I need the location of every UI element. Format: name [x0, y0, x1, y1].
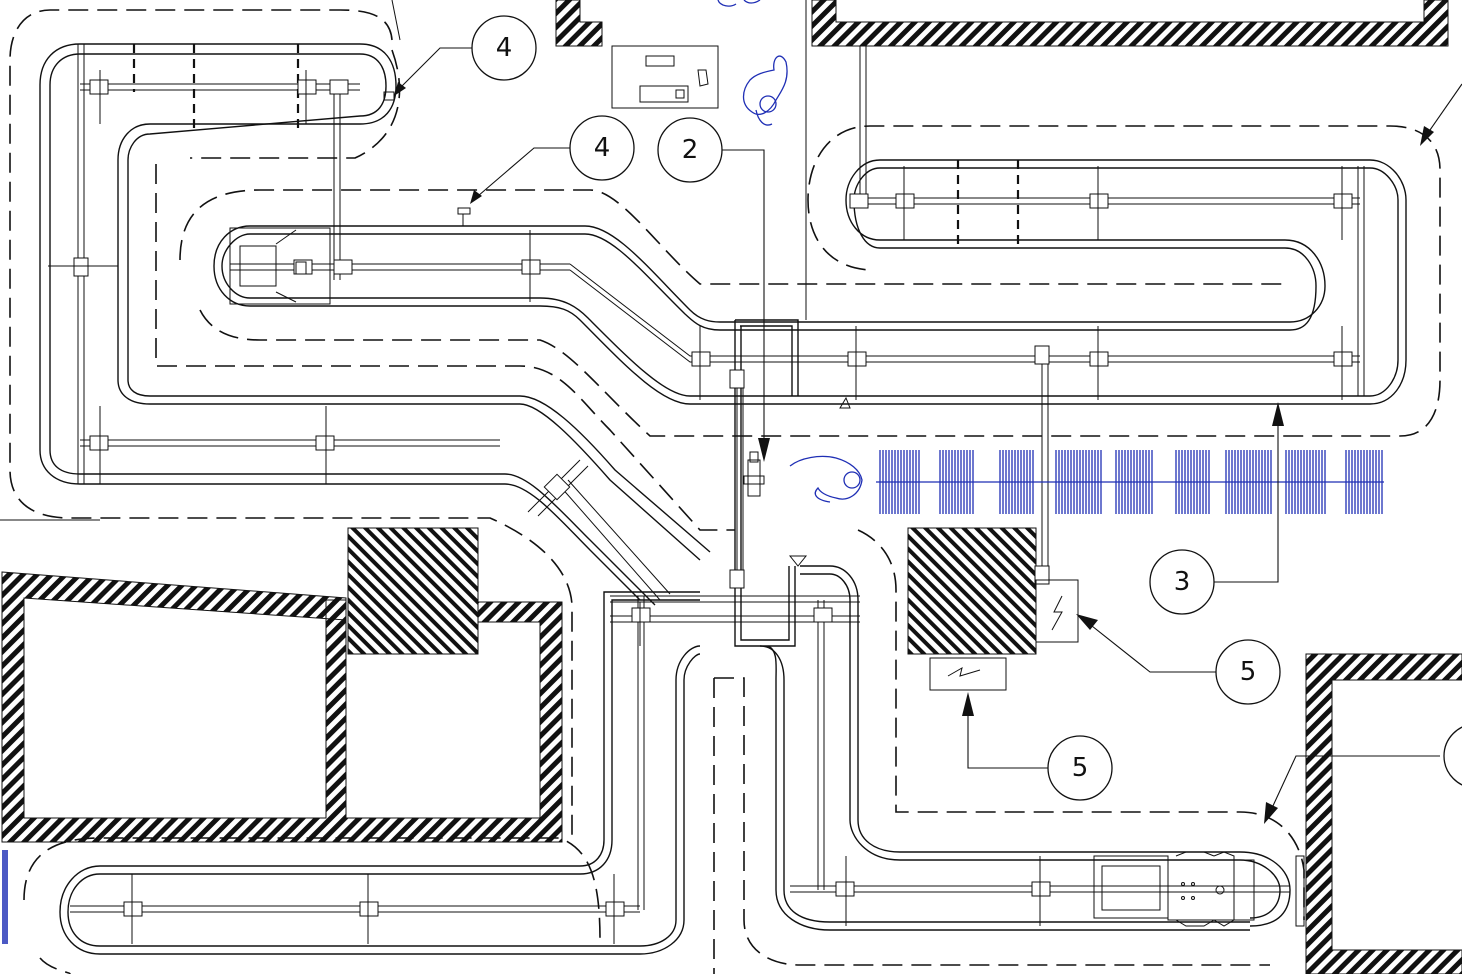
- zone-left-top-loop: [190, 49, 401, 159]
- wall-left-room: [1, 571, 563, 843]
- callouts: 4 4 4 2 3 5: [394, 15, 1462, 824]
- rail-clamps: [48, 70, 1353, 944]
- svg-text:3: 3: [1174, 567, 1191, 597]
- workstation-desk-icon: [611, 45, 719, 109]
- zone-upper-track: [179, 189, 1282, 285]
- wall-top-right: [811, 0, 1449, 47]
- screen-dividers: [132, 44, 1020, 248]
- electrical-cabinet-icon: [929, 579, 1079, 691]
- carriage-left: [229, 227, 331, 305]
- carriage-bottom-right: [1093, 851, 1305, 927]
- callout-4-mid: 4: [470, 115, 635, 204]
- callout-5-bottom: 5: [962, 692, 1113, 801]
- svg-text:4: 4: [594, 133, 611, 163]
- callout-5-right: 5: [1076, 614, 1281, 705]
- column-right: [907, 527, 1037, 655]
- conveyor-tracks: [39, 43, 1407, 955]
- zone-left-outer: [9, 9, 573, 838]
- column-left: [347, 527, 479, 655]
- operator-icon-2: [789, 455, 863, 503]
- callout-4-top: 4: [394, 15, 537, 96]
- fixture-markers: [383, 91, 851, 567]
- zone-inner-loop: [155, 164, 735, 531]
- callout-3: 3: [1149, 402, 1284, 615]
- wall-right-bottom: [1305, 653, 1462, 974]
- zone-bottom-left: [23, 837, 601, 941]
- wall-top-center: [555, 0, 603, 47]
- svg-text:2: 2: [682, 135, 699, 165]
- device-2: [743, 451, 765, 497]
- zone-upper-track-bottom: [199, 125, 1441, 437]
- lightning-icon-2: [947, 666, 981, 677]
- svg-text:4: 4: [496, 33, 513, 63]
- zone-bottom-left-2: [39, 957, 71, 974]
- storage-rack-icon: [876, 450, 1384, 514]
- operator-icon: [717, 0, 788, 126]
- safety-zones: [9, 9, 1441, 974]
- callout-leader-right-bottom: [1264, 726, 1462, 824]
- svg-text:5: 5: [1240, 657, 1257, 687]
- lightning-icon: [1051, 595, 1063, 631]
- zone-bottom-center: [714, 677, 1270, 966]
- zone-right-lower: [857, 529, 1305, 920]
- svg-text:5: 5: [1072, 753, 1089, 783]
- callout-2: 4 2: [657, 117, 770, 462]
- callout-leader-right-top: [1420, 83, 1462, 146]
